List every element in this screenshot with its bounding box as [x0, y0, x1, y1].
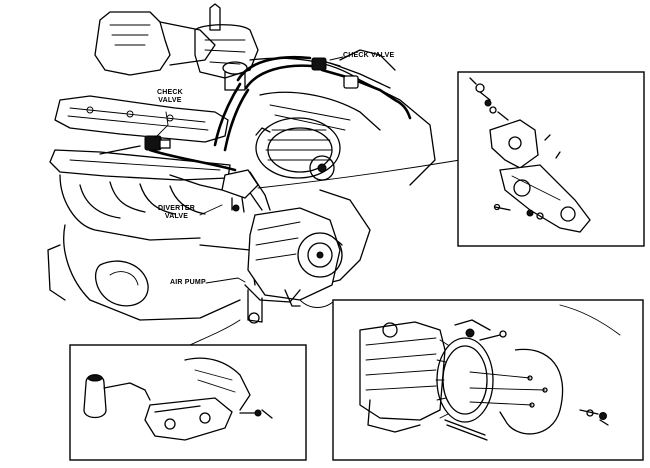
- detail-box-bracket: [457, 71, 645, 247]
- detail-box-pump-mount: [69, 344, 307, 461]
- check-valve-left-label: CHECK VALVE: [157, 89, 183, 104]
- air-hoses: [148, 55, 412, 211]
- check-valve-left-part: [99, 135, 171, 155]
- check-valve-top-part: [311, 57, 393, 99]
- detail-box-pulley: [332, 299, 644, 461]
- air-pump-label: AIR PUMP: [170, 279, 206, 286]
- check-valve-top-label: CHECK VALVE: [343, 52, 395, 59]
- alternator: [255, 117, 341, 181]
- air-pump-part: [244, 207, 343, 324]
- diverter-valve-part: [169, 169, 259, 213]
- diverter-valve-label: DIVERTER VALVE: [158, 205, 195, 220]
